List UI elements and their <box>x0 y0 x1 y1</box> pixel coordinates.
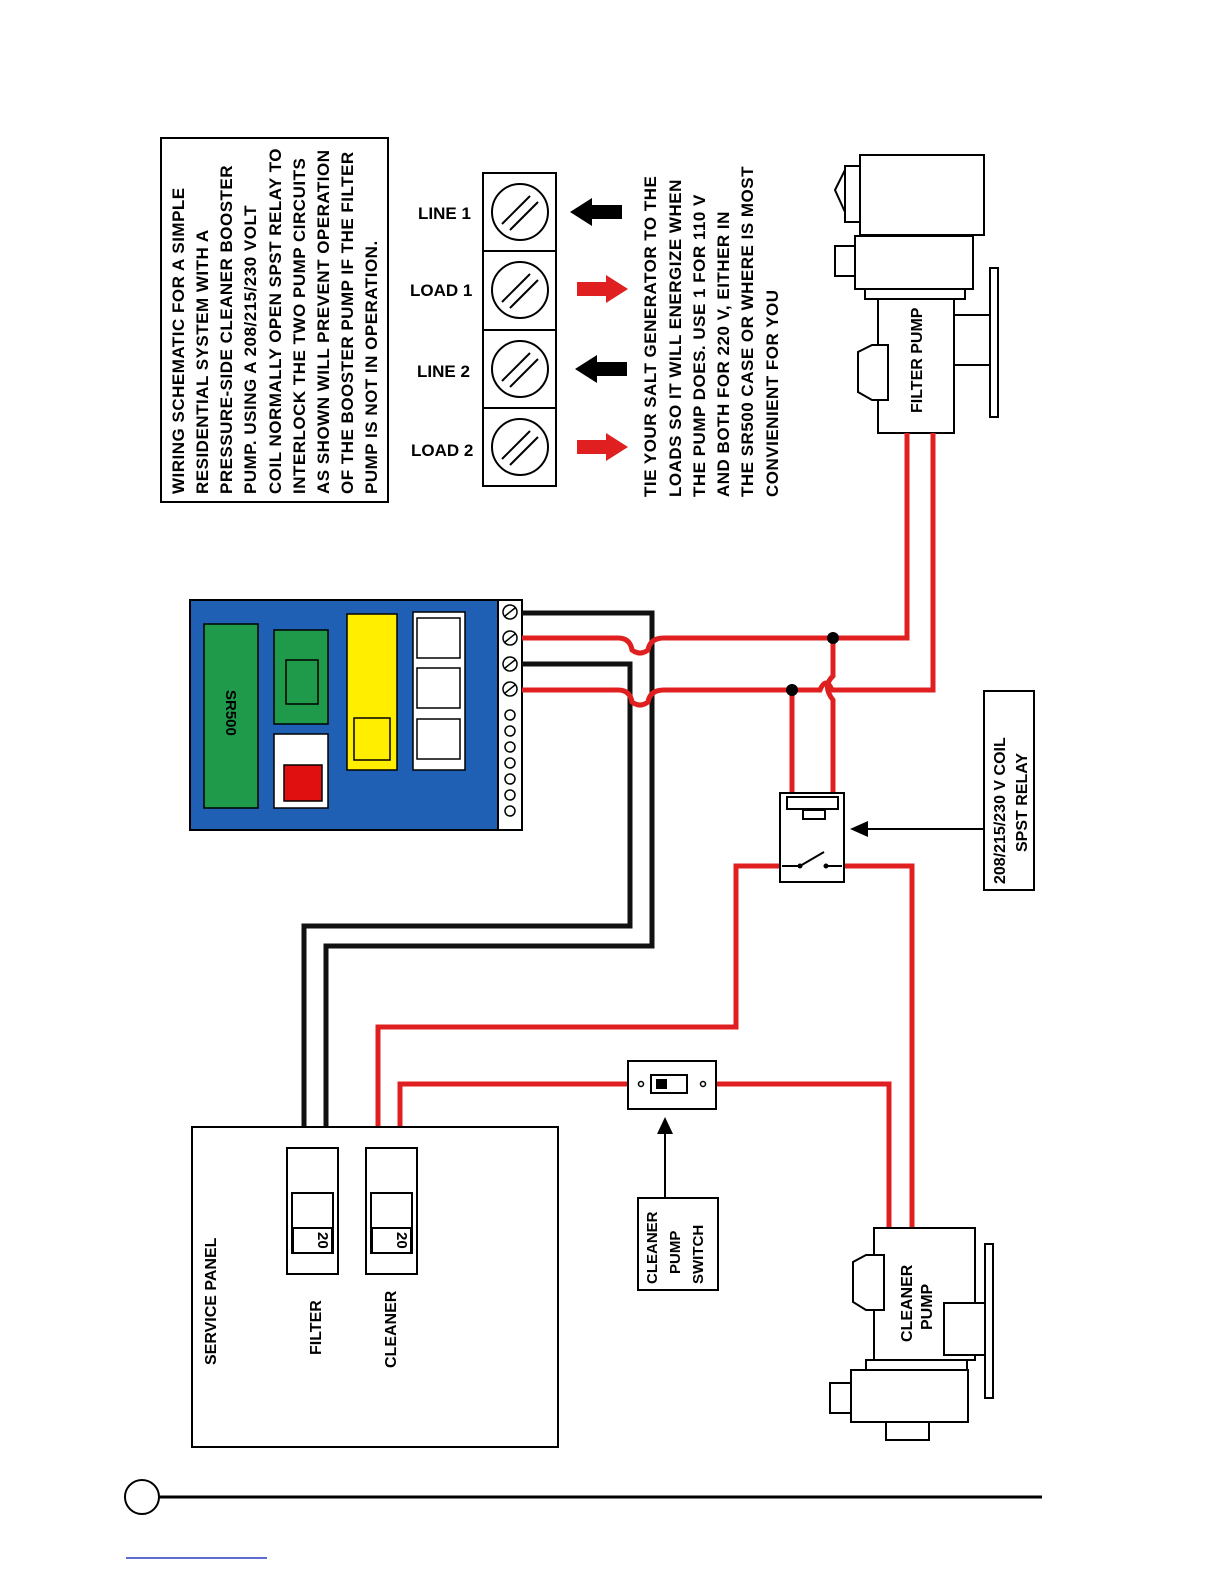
junction-dot <box>786 684 798 696</box>
terminal-screw <box>491 261 549 319</box>
red-wire <box>375 863 782 1148</box>
filter-pump: FILTER PUMP <box>833 154 999 434</box>
service-panel-title: SERVICE PANEL <box>203 1237 220 1365</box>
terminal-screw <box>491 183 549 241</box>
breaker-rating: 20 <box>314 1232 331 1249</box>
page-number-circle <box>124 1479 160 1515</box>
terminal-label-line1: LINE 1 <box>418 204 471 223</box>
black-wire <box>301 661 633 1148</box>
description-line: AS SHOWN WILL PREVENT OPERATION <box>314 150 333 495</box>
relay-callout: 208/215/230 V COIL SPST RELAY <box>850 690 1035 891</box>
filter-pump-label: FILTER PUMP <box>909 307 926 413</box>
arrow-in-icon <box>575 355 627 383</box>
service-panel: SERVICE PANEL 20 FILTER 20 CLEANER <box>191 1126 559 1448</box>
terminal-label-load1: LOAD 1 <box>410 281 472 300</box>
tie-note-line: LOADS SO IT WILL ENERGIZE WHEN <box>666 179 685 497</box>
spst-relay <box>779 792 845 883</box>
arrow-left-icon <box>850 821 868 837</box>
tie-note-line: THE SR500 CASE OR WHERE IS MOST <box>738 166 757 497</box>
filter-breaker-label: FILTER <box>308 1300 325 1355</box>
arrow-up-icon <box>657 1117 673 1134</box>
controller-terminal <box>502 604 518 817</box>
relay-label-line2: SPST RELAY <box>1014 753 1031 852</box>
arrow-in-icon <box>570 198 622 226</box>
relay-label-line1: 208/215/230 V COIL <box>992 737 1009 884</box>
terminal-screw <box>491 418 549 476</box>
cleaner-pump-label: PUMP <box>919 1283 936 1330</box>
tie-note-line: TIE YOUR SALT GENERATOR TO THE <box>641 176 660 497</box>
breaker-rating: 20 <box>393 1232 410 1249</box>
switch-label-line: CLEANER <box>644 1211 661 1284</box>
page-footer <box>124 1479 1042 1559</box>
cleaner-pump-label: CLEANER <box>899 1264 916 1342</box>
description-line: COIL NORMALLY OPEN SPST RELAY TO <box>266 148 285 494</box>
red-wire <box>842 863 915 1228</box>
tie-note-line: AND BOTH FOR 220 V, EITHER IN <box>714 211 733 497</box>
tie-note-line: THE PUMP DOES. USE 1 FOR 110 V <box>690 194 709 497</box>
switch-label-line: PUMP <box>667 1231 684 1274</box>
arrow-out-icon <box>577 433 628 461</box>
arrow-out-icon <box>577 275 628 303</box>
description-line: PUMP IS NOT IN OPERATION. <box>362 240 381 494</box>
description-line: PRESSURE-SIDE CLEANER BOOSTER <box>217 165 236 494</box>
cleaner-pump: CLEANER PUMP <box>829 1227 994 1441</box>
description-line: RESIDENTIAL SYSTEM WITH A <box>193 229 212 494</box>
sr500-controller: SR500 <box>189 599 523 831</box>
cleaner-breaker-label: CLEANER <box>383 1290 400 1368</box>
wiring <box>301 433 936 1228</box>
terminal-label-line2: LINE 2 <box>417 362 470 381</box>
tie-note: TIE YOUR SALT GENERATOR TO THE LOADS SO … <box>641 166 782 497</box>
switch-label-line: SWITCH <box>690 1225 707 1284</box>
description-line: WIRING SCHEMATIC FOR A SIMPLE <box>169 187 188 494</box>
black-wire <box>323 610 655 1148</box>
terminal-block: LINE 1 LOAD 1 LINE 2 LOAD 2 <box>410 172 628 487</box>
description-line: INTERLOCK THE TWO PUMP CIRCUITS <box>290 158 309 494</box>
description-line: PUMP. USING A 208/215/230 VOLT <box>241 205 260 494</box>
cleaner-pump-switch: CLEANER PUMP SWITCH <box>627 1060 719 1291</box>
description-line: OF THE BOOSTER PUMP IF THE FILTER <box>338 151 357 494</box>
red-wire <box>522 433 936 708</box>
cleaner-breaker: 20 CLEANER <box>365 1147 418 1368</box>
relay-coil-wire <box>825 638 836 807</box>
sr500-label: SR500 <box>222 690 239 736</box>
terminal-label-load2: LOAD 2 <box>411 441 473 460</box>
tie-note-line: CONVIENIENT FOR YOU <box>763 289 782 497</box>
filter-breaker: 20 FILTER <box>286 1147 339 1355</box>
terminal-screw <box>491 340 549 398</box>
description-box: WIRING SCHEMATIC FOR A SIMPLE RESIDENTIA… <box>160 137 389 503</box>
red-wire <box>716 1081 892 1228</box>
junction-dot <box>827 632 839 644</box>
red-wire <box>522 433 910 656</box>
